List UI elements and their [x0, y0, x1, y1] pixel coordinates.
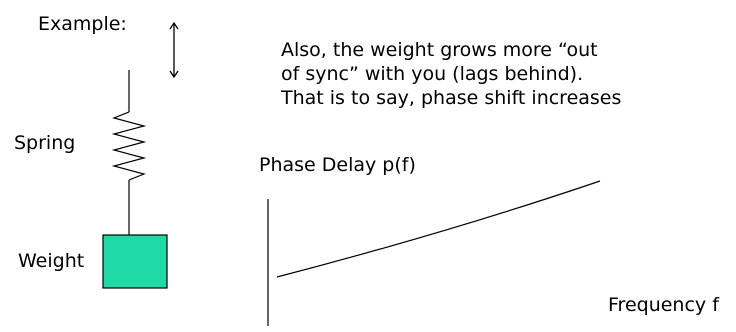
explanation-text: Also, the weight grows more “out of sync…	[281, 38, 621, 110]
spring-icon	[111, 70, 147, 235]
motion-double-arrow-icon	[169, 21, 179, 79]
explanation-line-1: Also, the weight grows more “out	[281, 39, 598, 61]
explanation-line-2: of sync” with you (lags behind).	[281, 63, 584, 85]
phase-delay-curve	[276, 180, 601, 278]
x-axis-label: Frequency f	[608, 294, 719, 316]
example-label: Example:	[38, 13, 127, 35]
spring-label: Spring	[14, 132, 76, 154]
explanation-line-3: That is to say, phase shift increases	[281, 87, 622, 109]
y-axis-label: Phase Delay p(f)	[259, 154, 416, 176]
weight-label: Weight	[18, 250, 85, 272]
weight-block	[102, 234, 168, 289]
